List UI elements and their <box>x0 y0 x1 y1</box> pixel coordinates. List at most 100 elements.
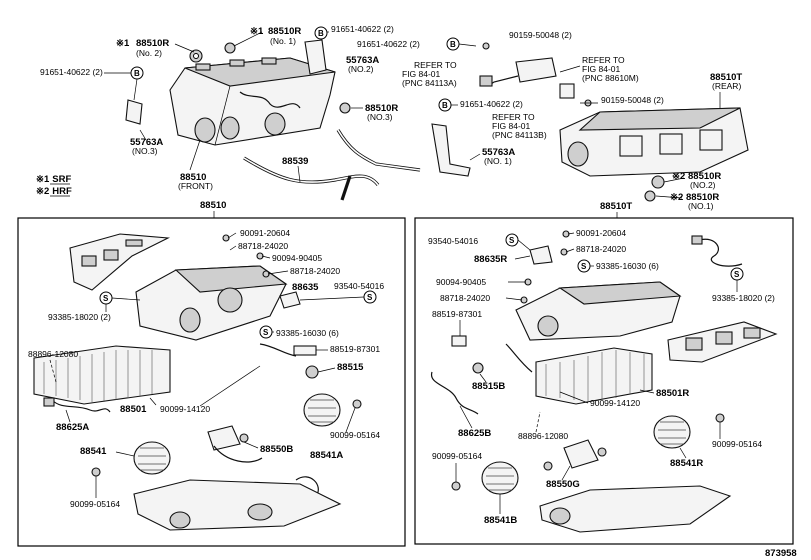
right-motor-88550g <box>563 439 599 469</box>
rear-unit-top-face <box>578 107 741 131</box>
left-label: 90099-05164 <box>330 430 380 440</box>
brackets-top <box>125 39 575 177</box>
right-box-frame <box>414 217 794 545</box>
right-label: 88718-24020 <box>576 244 626 254</box>
left-label: 93385-18020 (2) <box>48 312 111 322</box>
left-label-bold: 88501 <box>120 404 147 415</box>
label-bolt-b3: 90159-50048 (2) <box>509 30 572 40</box>
left-bracket-88635 <box>279 291 301 309</box>
s-symbol-text: S <box>263 328 269 337</box>
duct-88539 <box>243 129 421 201</box>
lead <box>565 248 575 253</box>
right-label: 93385-18020 (2) <box>712 293 775 303</box>
right-label: 90099-14120 <box>590 398 640 408</box>
label-88510t-rear: 88510T <box>710 72 742 83</box>
left-label-bold: 88515 <box>337 362 364 373</box>
right-blower-88541r <box>653 415 691 449</box>
ref2-line1: REFER TO <box>582 55 625 65</box>
ref2-line3: (PNC 88610M) <box>582 73 639 83</box>
register-parts-top <box>189 42 665 202</box>
right-88519-part <box>451 335 467 347</box>
left-harness-88625a <box>51 399 111 413</box>
lead <box>561 465 571 481</box>
label-55763a-no1: 55763A <box>482 147 515 158</box>
label-88510r-no2-right-note: (NO.2) <box>690 180 716 190</box>
label-asterisk-2-a: ※2 <box>672 171 685 182</box>
front-unit-top-face <box>184 57 336 87</box>
label-55763a-no3: 55763A <box>130 137 163 148</box>
lead <box>559 65 581 73</box>
right-label: 88896-12080 <box>518 431 568 441</box>
label-55763a-no1-note: (NO. 1) <box>484 156 512 166</box>
left-evaporator-fins <box>43 350 153 402</box>
label-front: (FRONT) <box>178 181 213 191</box>
lead <box>639 389 655 394</box>
lead <box>479 373 487 383</box>
label-88539: 88539 <box>282 156 308 167</box>
bracket-55763a-no3 <box>125 99 143 125</box>
lead <box>233 31 263 47</box>
lead <box>535 411 541 433</box>
left-lower-case <box>133 479 342 531</box>
bolt-b3-icon <box>482 42 490 50</box>
left-harness-connector <box>43 397 55 407</box>
label-55763a-no3-note: (NO.3) <box>132 146 158 156</box>
right-label: 93385-16030 (6) <box>596 261 659 271</box>
left-blower-88541a-blades <box>308 399 336 423</box>
left-upper-fan <box>179 307 201 333</box>
left-label: 88519-87301 <box>330 344 380 354</box>
left-duct-vent-1 <box>81 255 97 267</box>
left-label: 93540-54016 <box>334 281 384 291</box>
front-unit-edge <box>214 85 231 146</box>
right-evaporator-fins <box>545 350 645 402</box>
front-unit-vent-3 <box>261 57 277 65</box>
rear-outlet-3 <box>699 129 723 151</box>
label-88510r-no1-right-note: (NO.1) <box>688 201 714 211</box>
b-symbol-text: B <box>450 40 456 49</box>
right-nut-90099-mid <box>543 461 553 471</box>
b-symbol-text: B <box>318 29 324 38</box>
ref1-line3: (PNC 84113A) <box>402 78 457 88</box>
lead <box>317 367 336 373</box>
left-label: 88896-12080 <box>28 349 78 359</box>
right-box-title: 88510T <box>600 201 632 212</box>
right-label-bold: 88515B <box>472 381 505 392</box>
relay-88610m <box>515 57 557 83</box>
rear-fan-icon <box>567 141 589 167</box>
right-harness-88625b <box>431 371 479 415</box>
lead <box>115 451 135 457</box>
label-bolt-b5: 90159-50048 (2) <box>601 95 664 105</box>
lead <box>199 365 261 407</box>
label-88510r-no1-right: 88510R <box>686 192 719 203</box>
ref3-line3: (PNC 84113B) <box>492 130 547 140</box>
lead <box>655 195 683 199</box>
lead <box>567 232 575 235</box>
left-box-title: 88510 <box>200 200 226 211</box>
lead <box>679 447 687 459</box>
lead <box>261 255 271 259</box>
b-symbol-icon <box>314 26 328 40</box>
label-bolt-b4: 91651-40622 (2) <box>460 99 523 109</box>
right-connector <box>691 235 703 245</box>
right-motor-shaft <box>597 447 607 457</box>
left-box-leads <box>49 232 365 498</box>
s-symbol-text: S <box>734 270 740 279</box>
front-unit-vent-2 <box>229 59 245 67</box>
b-symbol-text: B <box>134 69 140 78</box>
front-unit-fan-left <box>194 117 216 143</box>
duct-hose-b-inner <box>337 129 421 171</box>
left-lower-case-port-2 <box>247 503 273 521</box>
right-nut-90099-b <box>715 413 725 423</box>
lead <box>229 245 237 251</box>
lead <box>243 441 259 449</box>
label-asterisk-1-b: ※1 <box>250 26 264 37</box>
left-box-labels: 90091-20604 88718-24020 90094-90405 8871… <box>28 228 384 509</box>
right-label-bold: 88635R <box>474 254 507 265</box>
right-label: 90094-90405 <box>436 277 486 287</box>
ref1-line1: REFER TO <box>414 60 457 70</box>
lead <box>459 405 473 429</box>
left-label-bold: 88625A <box>56 422 89 433</box>
right-label-bold: 88541R <box>670 458 703 469</box>
lead <box>111 297 141 301</box>
